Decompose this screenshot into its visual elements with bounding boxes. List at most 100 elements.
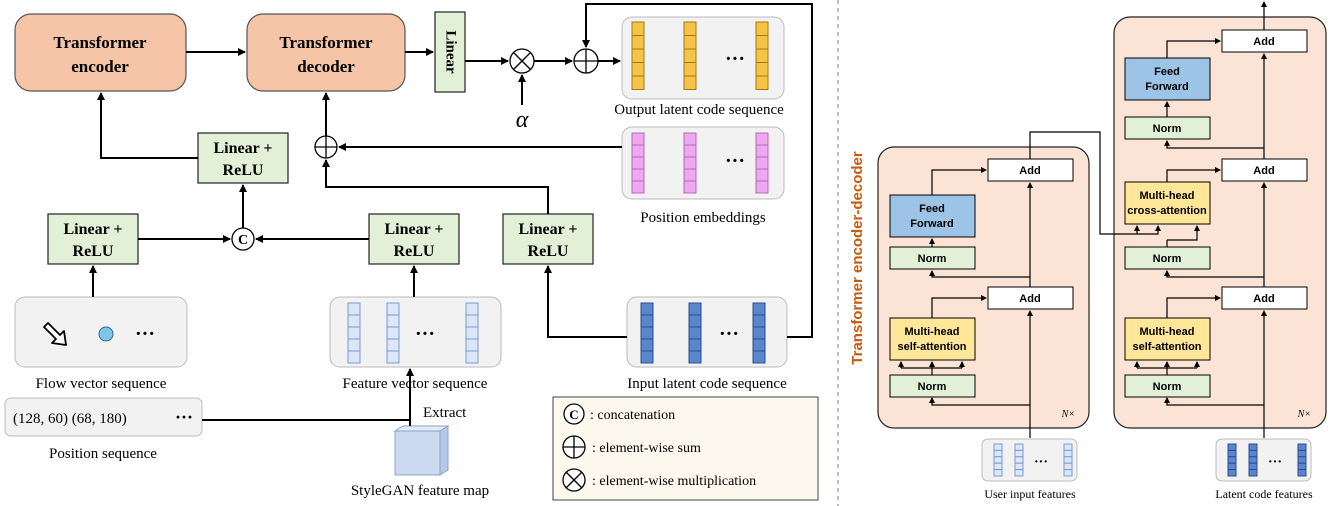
decoder-add-3-label: Add	[1253, 293, 1274, 305]
input-token-cell	[688, 314, 702, 328]
decoder-add-1-label: Add	[1253, 36, 1274, 48]
latent-feature-token-cell	[1248, 449, 1258, 458]
user-feature-token-cell	[1063, 462, 1073, 471]
latent-feature-token-cell	[1227, 449, 1237, 458]
input-token-cell	[640, 350, 654, 364]
decoder-add-3: Add	[1221, 286, 1308, 310]
input-token-cell	[640, 326, 654, 340]
latent-feature-token-cell	[1227, 469, 1237, 477]
latent-feature-token-cell	[1227, 443, 1237, 451]
alpha-symbol: α	[516, 107, 529, 133]
feature-token-cell	[347, 326, 361, 340]
input-token-cell	[688, 350, 702, 364]
latent-feature-token-cell	[1297, 469, 1307, 477]
position-sequence-label: Position sequence	[49, 446, 157, 462]
decoder-norm-1: Norm	[1124, 116, 1211, 140]
latent-feature-token-cell	[1227, 456, 1237, 464]
transformer-encoder-line1: Transformer	[53, 33, 147, 52]
decoder-norm-3: Norm	[1124, 374, 1211, 398]
encoder-nx: N×	[1061, 409, 1075, 420]
position-ellipsis: ···	[725, 150, 745, 172]
decoder-ff-line2: Forward	[1145, 81, 1188, 93]
encoder-ff-line1: Feed	[919, 203, 945, 215]
output-token-cell	[631, 21, 645, 36]
linear-relu-flow-line2: ReLU	[73, 243, 114, 260]
feature-token-cell	[347, 302, 361, 316]
transformer-encoder-block: Transformer encoder	[14, 13, 187, 92]
position-token-cell	[683, 168, 697, 182]
legend-sum-icon	[562, 435, 586, 459]
latent-feature-token-cell	[1248, 456, 1258, 464]
output-sequence-label: Output latent code sequence	[614, 102, 784, 118]
user-feature-token-cell	[993, 469, 1003, 477]
user-feature-token-cell	[1063, 456, 1073, 464]
latent-feature-token-cell	[1248, 462, 1258, 471]
feature-token-cell	[386, 338, 400, 352]
decoder-add-2: Add	[1221, 158, 1308, 182]
encoder-norm-top: Norm	[889, 246, 976, 270]
sum-op-top	[573, 48, 599, 74]
position-embeddings-label: Position embeddings	[640, 210, 766, 226]
encoder-norm-bottom: Norm	[889, 374, 976, 398]
output-token-cell	[683, 75, 697, 90]
input-token-cell	[688, 326, 702, 340]
decoder-norm-3-label: Norm	[1153, 381, 1182, 393]
multiply-op	[509, 48, 535, 74]
encoder-add-top: Add	[987, 158, 1074, 182]
output-token-cell	[755, 21, 769, 36]
legend-mult-text: : element-wise multiplication	[592, 474, 756, 489]
linear-relu-feature-line1: Linear +	[384, 221, 443, 238]
input-token-cell	[688, 302, 702, 316]
output-token-cell	[631, 75, 645, 90]
stylegan-label: StyleGAN feature map	[351, 483, 489, 499]
user-feature-token-cell	[1063, 469, 1073, 477]
user-feature-token-cell	[993, 456, 1003, 464]
input-token-cell	[752, 326, 766, 340]
linear-relu-latent: Linear + ReLU	[502, 213, 594, 265]
linear-block: Linear	[434, 11, 466, 93]
concat-op: C	[231, 227, 255, 251]
transformer-decoder-line2: decoder	[297, 57, 355, 76]
flow-sequence-label: Flow vector sequence	[36, 376, 167, 392]
stylegan-feature-map-icon	[393, 425, 450, 476]
position-token-cell	[631, 144, 645, 158]
encoder-add-top-label: Add	[1019, 165, 1040, 177]
transformer-encoder-line2: encoder	[71, 57, 129, 76]
user-feature-token-cell	[1014, 449, 1024, 458]
output-token-cell	[631, 62, 645, 77]
position-token-cell	[631, 168, 645, 182]
position-token-cell	[683, 180, 697, 194]
decoder-ca-line2: cross-attention	[1127, 205, 1207, 217]
user-feature-token-cell	[993, 462, 1003, 471]
position-sequence: (128, 60) (68, 180) ···	[4, 397, 203, 437]
output-token-cell	[631, 48, 645, 63]
transformer-encoder-decoder-title: Transformer encoder-decoder	[849, 151, 866, 365]
input-token-cell	[752, 350, 766, 364]
linear-relu-feature: Linear + ReLU	[368, 213, 460, 265]
latent-feature-token-cell	[1297, 462, 1307, 471]
latent-feature-token-cell	[1227, 462, 1237, 471]
position-token-cell	[631, 156, 645, 170]
user-feature-token-cell	[1014, 456, 1024, 464]
user-feature-token-cell	[993, 449, 1003, 458]
linear-relu-feature-line2: ReLU	[394, 243, 435, 260]
feature-token-cell	[386, 302, 400, 316]
output-token-cell	[755, 35, 769, 50]
legend-box: C : concatenation : element-wise sum : e…	[552, 396, 819, 501]
decoder-ff-line1: Feed	[1154, 66, 1180, 78]
decoder-feed-forward: Feed Forward	[1124, 57, 1211, 101]
sum-op-mid	[314, 135, 338, 159]
arrow-icon	[43, 322, 67, 346]
decoder-nx: N×	[1297, 409, 1311, 420]
decoder-add-1: Add	[1221, 29, 1308, 53]
output-token-cell	[631, 35, 645, 50]
output-token-cell	[683, 48, 697, 63]
decoder-norm-1-label: Norm	[1153, 123, 1182, 135]
user-input-features: ···	[981, 438, 1078, 482]
decoder-norm-2-label: Norm	[1153, 253, 1182, 265]
transformer-decoder-line1: Transformer	[279, 33, 373, 52]
output-ellipsis: ···	[725, 48, 745, 70]
legend-sum-text: : element-wise sum	[592, 441, 701, 456]
decoder-norm-2: Norm	[1124, 246, 1211, 270]
encoder-feed-forward: Feed Forward	[889, 194, 976, 238]
